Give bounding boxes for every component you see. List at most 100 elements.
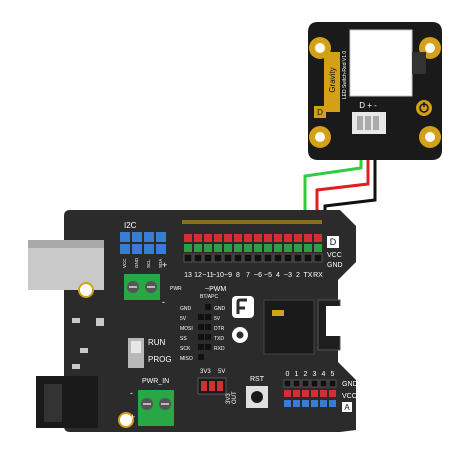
analog-gnd-label: GND bbox=[342, 381, 358, 388]
digital-gnd-label: GND bbox=[327, 262, 343, 269]
digital-pin-gnd bbox=[233, 253, 243, 263]
analog-pin-vcc bbox=[302, 390, 309, 397]
digital-pin-vcc bbox=[264, 244, 272, 252]
digital-pin-label: ~6 bbox=[254, 272, 262, 279]
analog-pin-signal bbox=[320, 400, 327, 407]
analog-pin-label: 4 bbox=[322, 371, 326, 378]
icsp-left-label: SS bbox=[180, 336, 187, 342]
analog-pin-signal bbox=[293, 400, 300, 407]
digital-pin-label: ~3 bbox=[284, 272, 292, 279]
analog-pin-vcc bbox=[284, 390, 291, 397]
icsp-right-label: TXD bbox=[214, 336, 224, 342]
analog-pin-label: 2 bbox=[304, 371, 308, 378]
digital-pin-vcc bbox=[204, 244, 212, 252]
analog-pin-signal bbox=[329, 400, 336, 407]
power-icon bbox=[416, 100, 432, 116]
icsp-left-label: SCK bbox=[180, 346, 191, 352]
digital-pin-gnd bbox=[253, 253, 263, 263]
digital-pin-label: RX bbox=[313, 272, 323, 279]
digital-pin-signal bbox=[234, 234, 242, 242]
digital-pin-signal bbox=[204, 234, 212, 242]
analog-vcc-label: VCC bbox=[342, 393, 357, 400]
analog-pin-vcc bbox=[320, 390, 327, 397]
analog-pin-gnd bbox=[328, 379, 337, 388]
digital-pin-vcc bbox=[304, 244, 312, 252]
v5v-label: 5V bbox=[218, 369, 225, 375]
pwm-power-label: PWR bbox=[170, 286, 182, 292]
pwm-header-label: ~PWM bbox=[205, 286, 226, 293]
digital-pin-signal bbox=[314, 234, 322, 242]
digital-pin-gnd bbox=[183, 253, 193, 263]
arduino-board: I2C VCC GND SCL SDA + - PWR D VCC GND bbox=[28, 210, 358, 432]
led-switch-module: Gravity LED Switch-Red V1.0 D D + - bbox=[308, 22, 442, 160]
pwr-in-plus: + bbox=[130, 412, 135, 422]
module-pin-labels: D + - bbox=[359, 101, 377, 110]
i2c-pin-gnd: GND bbox=[134, 257, 139, 268]
digital-pin-gnd bbox=[203, 253, 213, 263]
digital-header bbox=[183, 234, 323, 263]
i2c-pin-vcc: VCC bbox=[122, 258, 127, 268]
analog-pin-signal bbox=[311, 400, 318, 407]
digital-pin-label: 2 bbox=[296, 272, 300, 279]
prog-label: PROG bbox=[148, 355, 172, 364]
digital-pin-vcc bbox=[274, 244, 282, 252]
digital-pin-signal bbox=[224, 234, 232, 242]
digital-pin-vcc bbox=[314, 244, 322, 252]
digital-pin-vcc bbox=[284, 244, 292, 252]
icsp-right-labels: GND 5V DTR TXD RXD bbox=[214, 306, 226, 352]
pwr-in-minus: - bbox=[130, 388, 133, 398]
digital-pin-gnd bbox=[263, 253, 273, 263]
icsp-pins bbox=[198, 304, 211, 360]
analog-pin-vcc bbox=[311, 390, 318, 397]
digital-pin-vcc bbox=[294, 244, 302, 252]
module-pin-badge: D bbox=[317, 108, 323, 117]
module-brand: Gravity bbox=[328, 67, 337, 92]
digital-pin-signal bbox=[294, 234, 302, 242]
digital-pin-vcc bbox=[254, 244, 262, 252]
digital-pin-vcc bbox=[214, 244, 222, 252]
icsp-right-label: 5V bbox=[214, 316, 221, 322]
analog-pin-gnd bbox=[319, 379, 328, 388]
digital-pin-signal bbox=[274, 234, 282, 242]
digital-pin-signal bbox=[284, 234, 292, 242]
icsp-right-label: DTR bbox=[214, 326, 225, 332]
digital-pin-label: 13 bbox=[184, 272, 192, 279]
analog-pin-vcc bbox=[329, 390, 336, 397]
digital-pin-label: TX bbox=[304, 272, 313, 279]
i2c-header bbox=[120, 232, 166, 254]
digital-pin-signal bbox=[214, 234, 222, 242]
digital-pin-gnd bbox=[303, 253, 313, 263]
digital-pin-gnd bbox=[193, 253, 203, 263]
v3v3-label: 3V3 bbox=[200, 369, 211, 375]
digital-pin-vcc bbox=[224, 244, 232, 252]
pwr-in-label: PWR_IN bbox=[142, 378, 169, 385]
digital-pin-signal bbox=[184, 234, 192, 242]
digital-pin-signal bbox=[304, 234, 312, 242]
rst-label: RST bbox=[250, 376, 265, 383]
analog-pin-signal bbox=[284, 400, 291, 407]
icsp-right-label: RXD bbox=[214, 346, 225, 352]
digital-pin-gnd bbox=[293, 253, 303, 263]
digital-pin-gnd bbox=[223, 253, 233, 263]
digital-pin-label: 4 bbox=[276, 272, 280, 279]
digital-pin-label: 8 bbox=[236, 272, 240, 279]
icsp-left-label: 5V bbox=[180, 316, 187, 322]
run-label: RUN bbox=[148, 338, 166, 347]
bt-label: BT/APC bbox=[200, 294, 218, 300]
digital-pin-vcc bbox=[184, 244, 192, 252]
digital-pin-gnd bbox=[283, 253, 293, 263]
analog-pin-label: 3 bbox=[313, 371, 317, 378]
digital-pin-label: ~11 bbox=[202, 272, 213, 279]
icsp-right-label: GND bbox=[214, 306, 226, 312]
analog-pin-gnd bbox=[310, 379, 319, 388]
usb-connector bbox=[28, 240, 104, 290]
analog-pin-vcc bbox=[293, 390, 300, 397]
icsp-left-label: MISO bbox=[180, 356, 193, 362]
digital-pin-label: 7 bbox=[246, 272, 250, 279]
digital-pin-gnd bbox=[243, 253, 253, 263]
digital-pin-label: ~9 bbox=[224, 272, 232, 279]
v3v3-out-label: 3V3 bbox=[226, 393, 232, 404]
analog-pin-label: 0 bbox=[286, 371, 290, 378]
